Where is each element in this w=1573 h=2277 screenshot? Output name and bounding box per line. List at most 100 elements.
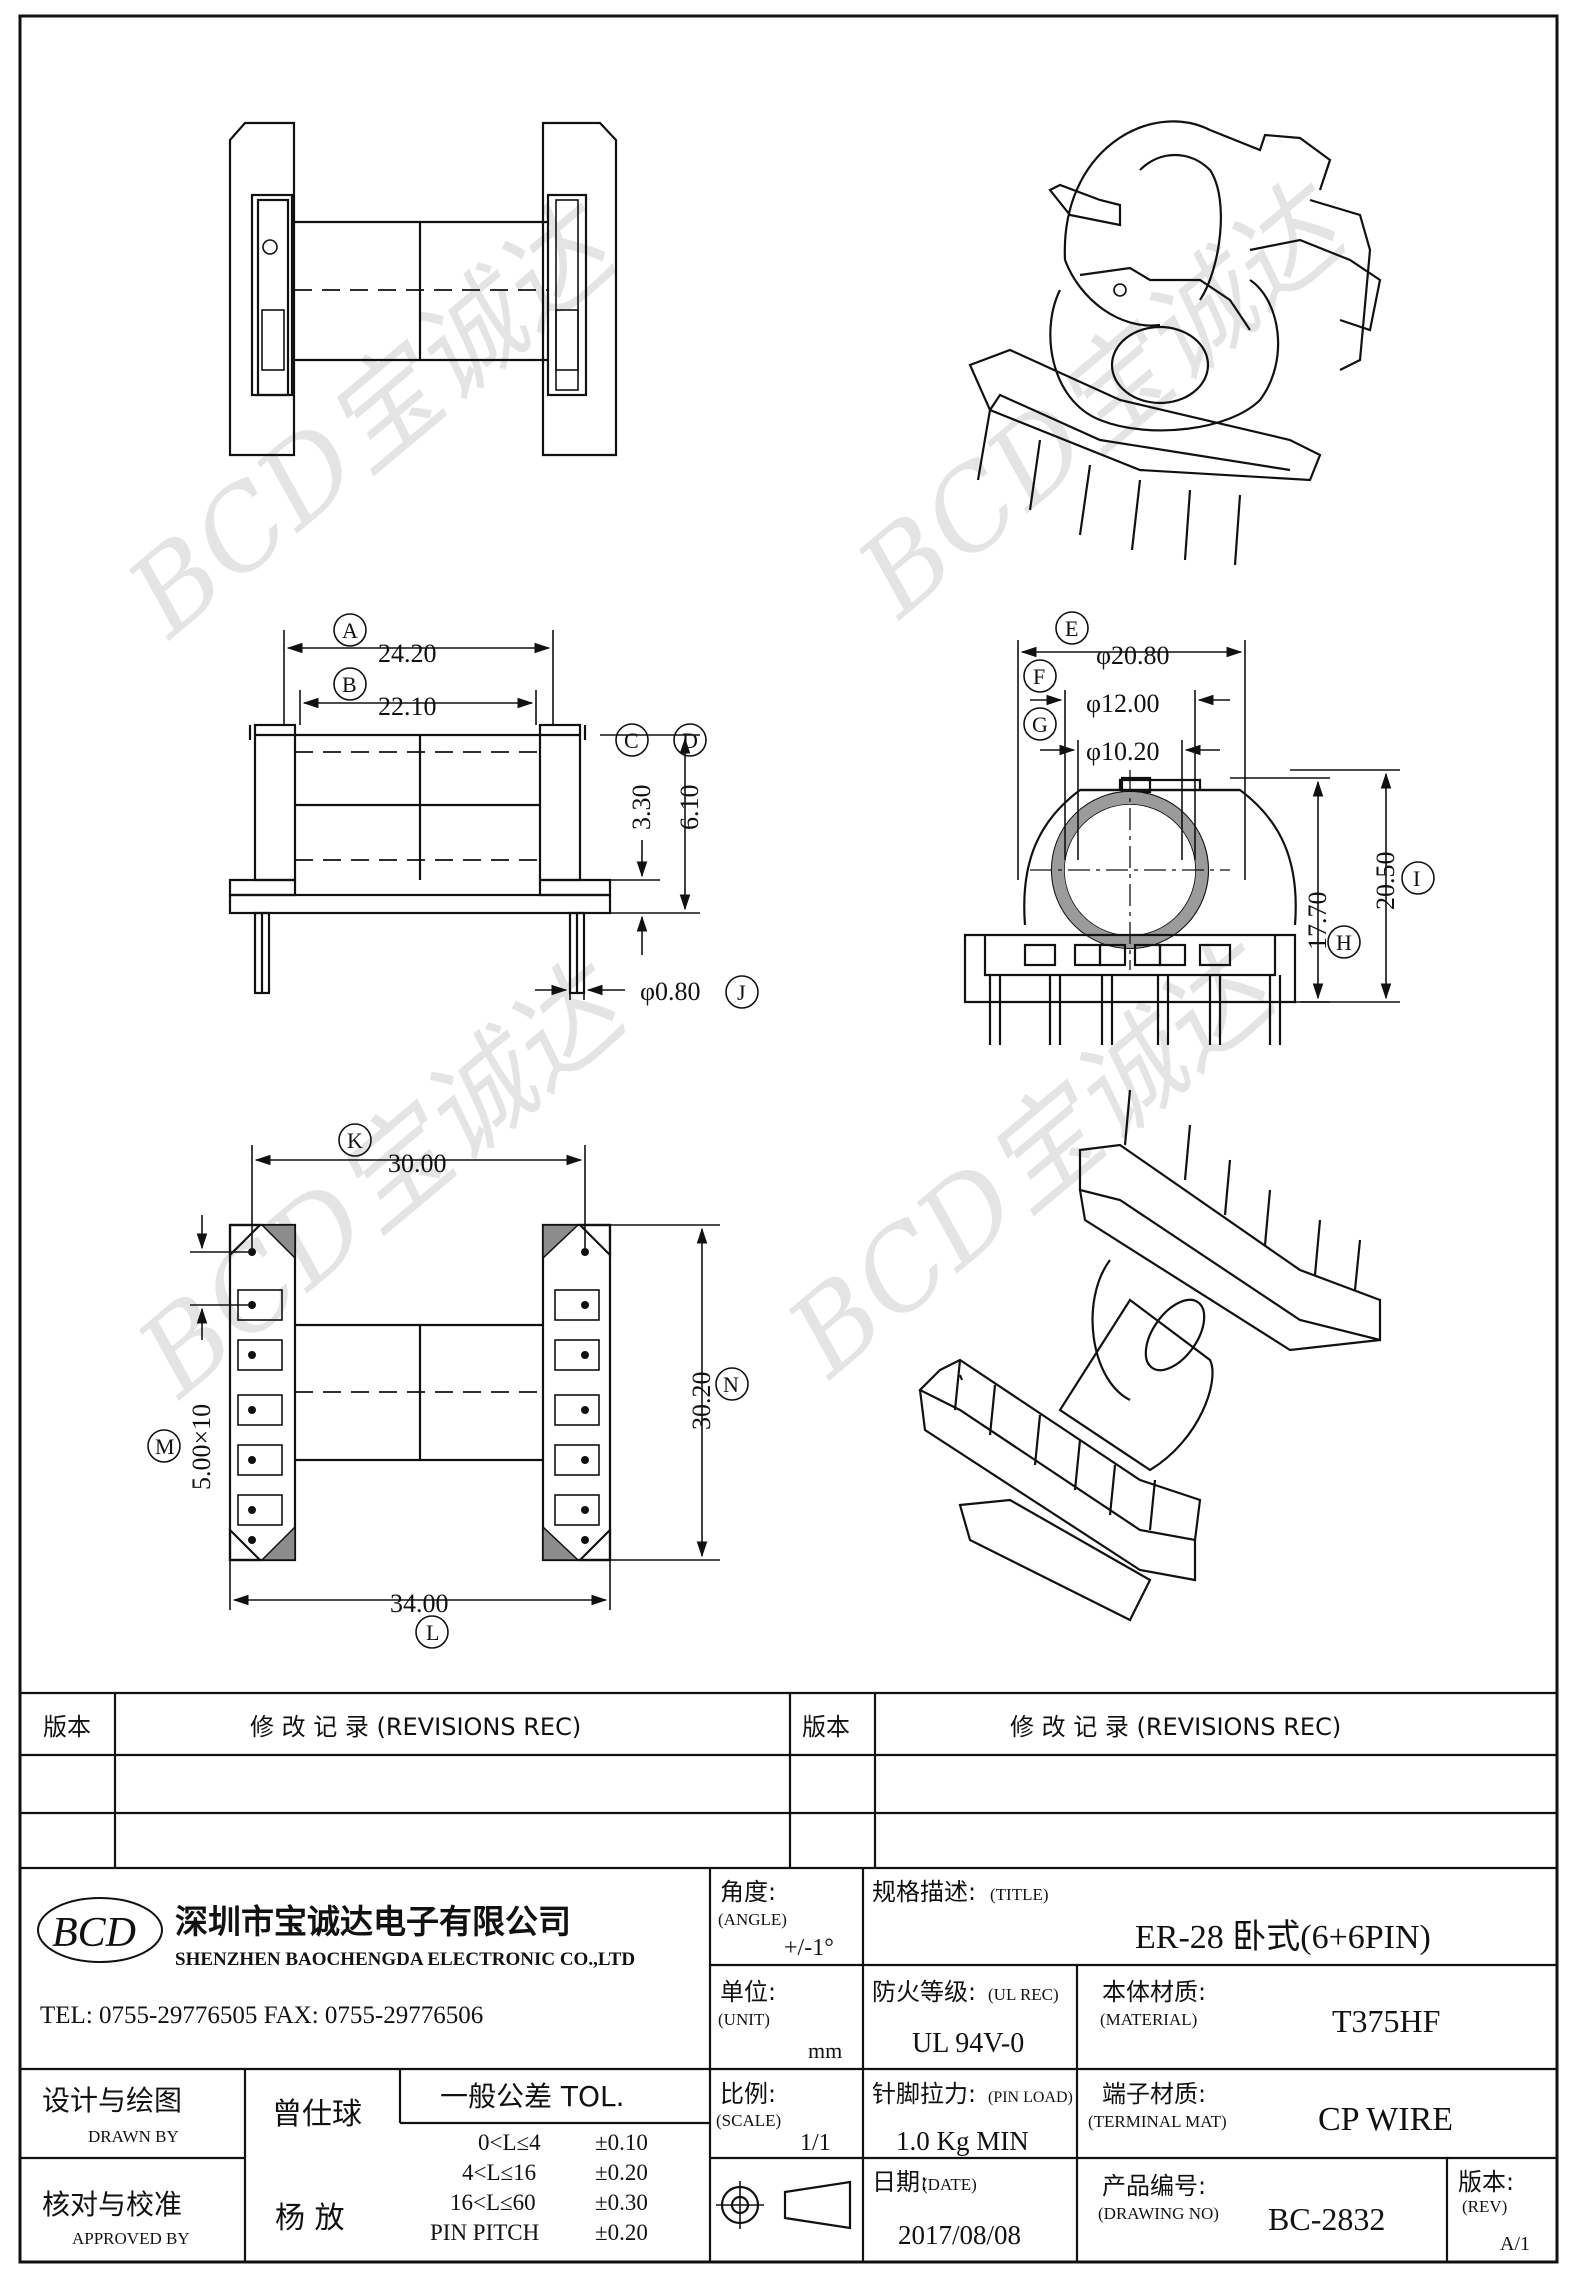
dimension-d: D 6.10	[600, 723, 707, 914]
tolerance-range-2: 4<L≤16	[462, 2160, 536, 2185]
revision-right-title: 修 改 记 录 (REVISIONS REC)	[1010, 1713, 1341, 1741]
isometric-view-bottom	[918, 1089, 1382, 1622]
sheet-border	[18, 14, 1559, 2264]
label-i: I	[1413, 866, 1420, 891]
dimension-i: 20.50 I	[1290, 769, 1435, 1003]
label-f: F	[1033, 664, 1045, 689]
angle-label: 角度:	[720, 1878, 776, 1906]
dimension-c: C 3.30	[610, 723, 660, 955]
dimension-e: E φ20.80	[1017, 611, 1246, 880]
label-e: E	[1065, 616, 1078, 641]
isometric-view-top	[968, 120, 1382, 566]
dim-e-value: φ20.80	[1096, 641, 1170, 670]
dimension-a: A 24.20	[283, 613, 554, 725]
tolerance-title: 一般公差 TOL.	[440, 2080, 625, 2113]
revision-right-version-label: 版本	[802, 1713, 850, 1741]
tolerance-value-3: ±0.30	[595, 2190, 648, 2215]
dimension-f: F φ12.00	[1023, 659, 1230, 860]
dim-n-value: 30.20	[687, 1372, 716, 1431]
dim-d-value: 6.10	[675, 785, 704, 831]
dim-i-value: 20.50	[1371, 852, 1400, 911]
side-view	[228, 723, 612, 995]
dimension-l: 34.00 L	[229, 1560, 611, 1649]
unit-label-en: (UNIT)	[718, 2010, 770, 2029]
label-c: C	[624, 728, 639, 753]
designer-name: 曾仕球	[272, 2097, 362, 2132]
rev-label: 版本:	[1458, 2168, 1514, 2196]
drawing-no-label: 产品编号:	[1102, 2172, 1206, 2200]
revision-left-title: 修 改 记 录 (REVISIONS REC)	[250, 1713, 581, 1741]
tolerance-range-3: 16<L≤60	[450, 2190, 536, 2215]
tolerance-value-2: ±0.20	[595, 2160, 648, 2185]
material-value: T375HF	[1332, 2003, 1440, 2039]
label-a: A	[342, 618, 358, 643]
terminal-value: CP WIRE	[1318, 2101, 1453, 2138]
svg-text:BCD宝诚达: BCD宝诚达	[103, 178, 644, 661]
angle-label-en: (ANGLE)	[718, 1910, 787, 1929]
label-k: K	[347, 1128, 363, 1153]
scale-label: 比例:	[720, 2080, 776, 2108]
dim-g-value: φ10.20	[1086, 737, 1160, 766]
ul-label: 防火等级:	[872, 1978, 976, 2006]
pin-load-label: 针脚拉力:	[872, 2080, 976, 2108]
drawing-no-value: BC-2832	[1268, 2201, 1385, 2237]
dimension-b: B 22.10	[299, 667, 537, 725]
dim-f-value: φ12.00	[1086, 689, 1160, 718]
unit-label: 单位:	[720, 1978, 776, 2006]
dim-k-value: 30.00	[388, 1149, 447, 1178]
label-g: G	[1032, 712, 1048, 737]
dim-c-value: 3.30	[627, 785, 656, 831]
drawing-no-label-en: (DRAWING NO)	[1098, 2204, 1219, 2223]
label-m: M	[155, 1434, 175, 1459]
company-name-en: SHENZHEN BAOCHENGDA ELECTRONIC CO.,LTD	[175, 1949, 635, 1970]
company-logo: BCD	[37, 1897, 163, 1963]
dimension-g: G φ10.20	[1023, 707, 1220, 860]
title-value: ER-28 卧式(6+6PIN)	[1135, 1919, 1431, 1956]
label-j: J	[737, 980, 746, 1005]
date-label: 日期:	[872, 2168, 928, 2196]
title-label: 规格描述:	[872, 1878, 976, 1906]
logo-text: BCD	[52, 1910, 136, 1956]
dimension-m: 5.00×10 M	[147, 1215, 248, 1490]
company-name-cn: 深圳市宝诚达电子有限公司	[175, 1902, 571, 1941]
dimension-n: 30.20 N	[610, 1224, 749, 1561]
scale-value: 1/1	[800, 2130, 831, 2156]
ul-label-en: (UL REC)	[988, 1985, 1059, 2004]
company-contact: TEL: 0755-29776505 FAX: 0755-29776506	[40, 2002, 483, 2029]
unit-value: mm	[808, 2038, 842, 2063]
label-l: L	[426, 1620, 439, 1645]
label-d: D	[682, 728, 698, 753]
dimension-k: K 30.00	[251, 1123, 586, 1248]
material-label: 本体材质:	[1102, 1978, 1206, 2006]
label-n: N	[723, 1372, 739, 1397]
dimension-j: φ0.80 J	[535, 960, 759, 1009]
tolerance-range-1: 0<L≤4	[478, 2130, 541, 2155]
terminal-label-en: (TERMINAL MAT)	[1088, 2112, 1227, 2131]
rev-label-en: (REV)	[1462, 2197, 1507, 2216]
dim-a-value: 24.20	[378, 639, 437, 668]
dim-m-value: 5.00×10	[187, 1404, 216, 1490]
tolerance-value-1: ±0.10	[595, 2130, 648, 2155]
angle-value: +/-1°	[784, 1935, 834, 1961]
dim-l-value: 34.00	[390, 1589, 449, 1618]
scale-label-en: (SCALE)	[716, 2111, 781, 2130]
top-view	[228, 121, 618, 457]
bottom-view	[228, 1223, 612, 1562]
terminal-label: 端子材质:	[1102, 2080, 1206, 2108]
rev-value: A/1	[1500, 2233, 1530, 2255]
svg-text:BCD宝诚达: BCD宝诚达	[833, 158, 1374, 641]
tolerance-value-4: ±0.20	[595, 2220, 648, 2245]
dim-j-value: φ0.80	[640, 977, 701, 1006]
title-block: BCD 深圳市宝诚达电子有限公司 SHENZHEN BAOCHENGDA ELE…	[20, 1868, 1557, 2262]
design-label: 设计与绘图	[42, 2084, 182, 2117]
ul-value: UL 94V-0	[912, 2028, 1024, 2059]
checker-name: 杨 放	[275, 2201, 345, 2236]
svg-text:BCD宝诚达: BCD宝诚达	[113, 938, 654, 1421]
label-b: B	[342, 672, 357, 697]
revisions-table: 版本 修 改 记 录 (REVISIONS REC) 版本 修 改 记 录 (R…	[20, 1691, 1557, 1870]
revision-left-version-label: 版本	[43, 1713, 91, 1741]
projection-symbol	[716, 2180, 852, 2230]
label-h: H	[1336, 930, 1352, 955]
dim-h-value: 17.70	[1303, 892, 1332, 951]
